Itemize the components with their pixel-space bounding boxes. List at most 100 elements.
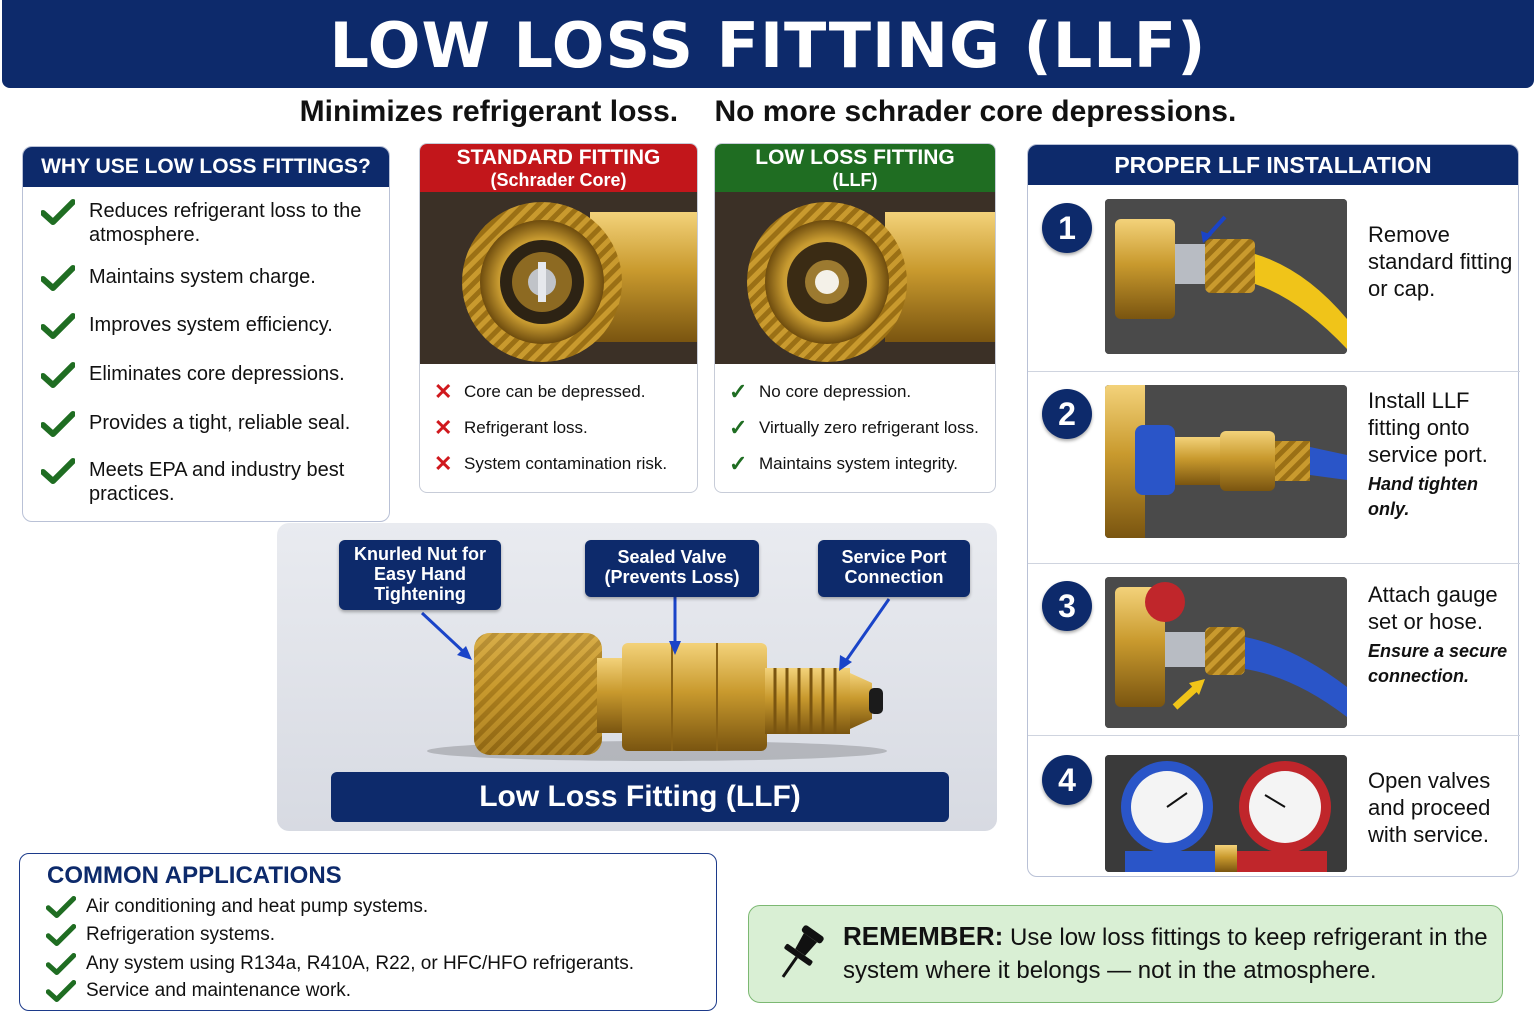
page-title: LOW LOSS FITTING (LLF) [329,9,1207,82]
check-icon [41,265,75,291]
standard-fitting-subtitle: (Schrader Core) [490,170,627,190]
standard-con-text: System contamination risk. [464,454,668,473]
diagram-label: Low Loss Fitting (LLF) [331,772,949,822]
installation-panel: PROPER LLF INSTALLATION 1 Remove standar… [1027,144,1520,877]
check-icon [41,362,75,388]
llf-pro-item: ✓ No core depression. [729,374,995,410]
why-item-text: Provides a tight, reliable seal. [89,412,351,434]
llf-title: LOW LOSS FITTING [755,146,955,169]
check-icon [46,980,76,1002]
application-item: Any system using R134a, R410A, R22, or H… [46,953,634,975]
check-icon [41,458,75,484]
standard-con-text: Core can be depressed. [464,382,646,401]
step-1-instruction: Remove standard fitting or cap. [1368,222,1513,301]
step-3-text: Attach gauge set or hose. Ensure a secur… [1368,581,1518,689]
remember-box: REMEMBER: Use low loss fittings to keep … [748,905,1503,1003]
standard-fitting-card: STANDARD FITTING (Schrader Core) ✕ Core … [419,143,698,493]
llf-pro-text: No core depression. [759,382,912,401]
install-llf-illustration [1105,385,1347,538]
why-panel: WHY USE LOW LOSS FITTINGS? Reduces refri… [22,146,390,522]
step-3-instruction: Attach gauge set or hose. [1368,582,1498,634]
low-loss-fitting-card: LOW LOSS FITTING (LLF) ✓ No core depress… [714,143,996,493]
why-heading: WHY USE LOW LOSS FITTINGS? [23,147,389,187]
attach-gauge-illustration [1105,577,1347,728]
application-item: Air conditioning and heat pump systems. [46,896,428,918]
why-item: Reduces refrigerant loss to the atmosphe… [41,199,381,247]
standard-con-item: ✕ System contamination risk. [434,446,697,482]
callout-knurled-nut: Knurled Nut for Easy Hand Tightening [339,540,501,610]
install-step-4: 4 Open valves and proceed with service. [1028,735,1520,876]
check-icon [41,313,75,339]
why-item: Improves system efficiency. [41,313,381,339]
why-item-text: Eliminates core depressions. [89,363,345,385]
step-1-photo [1105,199,1347,354]
check-icon [46,924,76,946]
standard-con-text: Refrigerant loss. [464,418,588,437]
llf-header: LOW LOSS FITTING (LLF) [715,144,995,192]
check-icon: ✓ [729,451,748,476]
llf-fitting-illustration [420,589,891,761]
remember-label: REMEMBER: [843,921,1004,951]
application-text: Air conditioning and heat pump systems. [86,896,429,917]
standard-fitting-title: STANDARD FITTING [456,146,661,169]
step-3-note: Ensure a secure connection. [1368,641,1508,686]
why-item-text: Meets EPA and industry best practices. [89,459,345,505]
why-item-text: Reduces refrigerant loss to the atmosphe… [89,200,362,246]
install-step-3: 3 Attach gauge set or hose. Ensure a sec… [1028,563,1520,736]
check-icon: ✓ [729,415,748,440]
llf-illustration [715,192,995,364]
application-item: Service and maintenance work. [46,980,351,1002]
llf-diagram: Knurled Nut for Easy Hand Tightening Sea… [277,523,997,831]
llf-pro-text: Virtually zero refrigerant loss. [759,418,979,437]
step-number: 1 [1042,203,1092,253]
step-2-text: Install LLF fitting onto service port. H… [1368,387,1518,522]
step-4-photo [1105,755,1347,872]
applications-heading: COMMON APPLICATIONS [47,862,342,889]
application-text: Refrigeration systems. [86,924,276,945]
remember-text: REMEMBER: Use low loss fittings to keep … [843,920,1493,987]
llf-pro-item: ✓ Virtually zero refrigerant loss. [729,410,995,446]
standard-fitting-header: STANDARD FITTING (Schrader Core) [420,144,697,192]
x-icon: ✕ [434,415,453,440]
why-item: Maintains system charge. [41,265,381,291]
pushpin-icon [781,925,824,978]
application-text: Any system using R134a, R410A, R22, or H… [86,953,635,974]
check-icon [41,411,75,437]
step-number: 3 [1042,581,1092,631]
check-icon: ✓ [729,379,748,404]
check-icon [46,953,76,975]
step-3-photo [1105,577,1347,728]
subtitle-part2: No more schrader core depressions. [714,95,1237,128]
applications-panel: COMMON APPLICATIONS Air conditioning and… [19,853,717,1011]
standard-con-item: ✕ Core can be depressed. [434,374,697,410]
install-step-1: 1 Remove standard fitting or cap. [1028,185,1520,372]
why-item: Meets EPA and industry best practices. [41,458,381,506]
callout-service-port: Service Port Connection [818,540,970,597]
why-item-text: Improves system efficiency. [89,314,333,336]
subtitle-part1: Minimizes refrigerant loss. [299,95,679,128]
x-icon: ✕ [434,379,453,404]
llf-pro-item: ✓ Maintains system integrity. [729,446,995,482]
step-number: 2 [1042,389,1092,439]
application-text: Service and maintenance work. [86,980,352,1001]
step-2-photo [1105,385,1347,538]
remember-message: Use low loss fittings to keep refrigeran… [843,924,1488,984]
schrader-fitting-illustration [420,192,697,364]
why-item: Eliminates core depressions. [41,362,381,388]
install-step-2: 2 Install LLF fitting onto service port.… [1028,371,1520,564]
why-item: Provides a tight, reliable seal. [41,411,381,437]
llf-photo [715,192,995,364]
step-number: 4 [1042,755,1092,805]
step-4-text: Open valves and proceed with service. [1368,767,1518,848]
step-1-text: Remove standard fitting or cap. [1368,221,1518,302]
step-4-instruction: Open valves and proceed with service. [1368,768,1491,847]
step-2-instruction: Install LLF fitting onto service port. [1368,388,1488,467]
x-icon: ✕ [434,451,453,476]
application-item: Refrigeration systems. [46,924,275,946]
llf-subtitle: (LLF) [832,170,878,190]
check-icon [46,896,76,918]
standard-con-item: ✕ Refrigerant loss. [434,410,697,446]
why-item-text: Maintains system charge. [89,266,316,288]
llf-pro-text: Maintains system integrity. [759,454,959,473]
remove-fitting-illustration [1105,199,1347,354]
